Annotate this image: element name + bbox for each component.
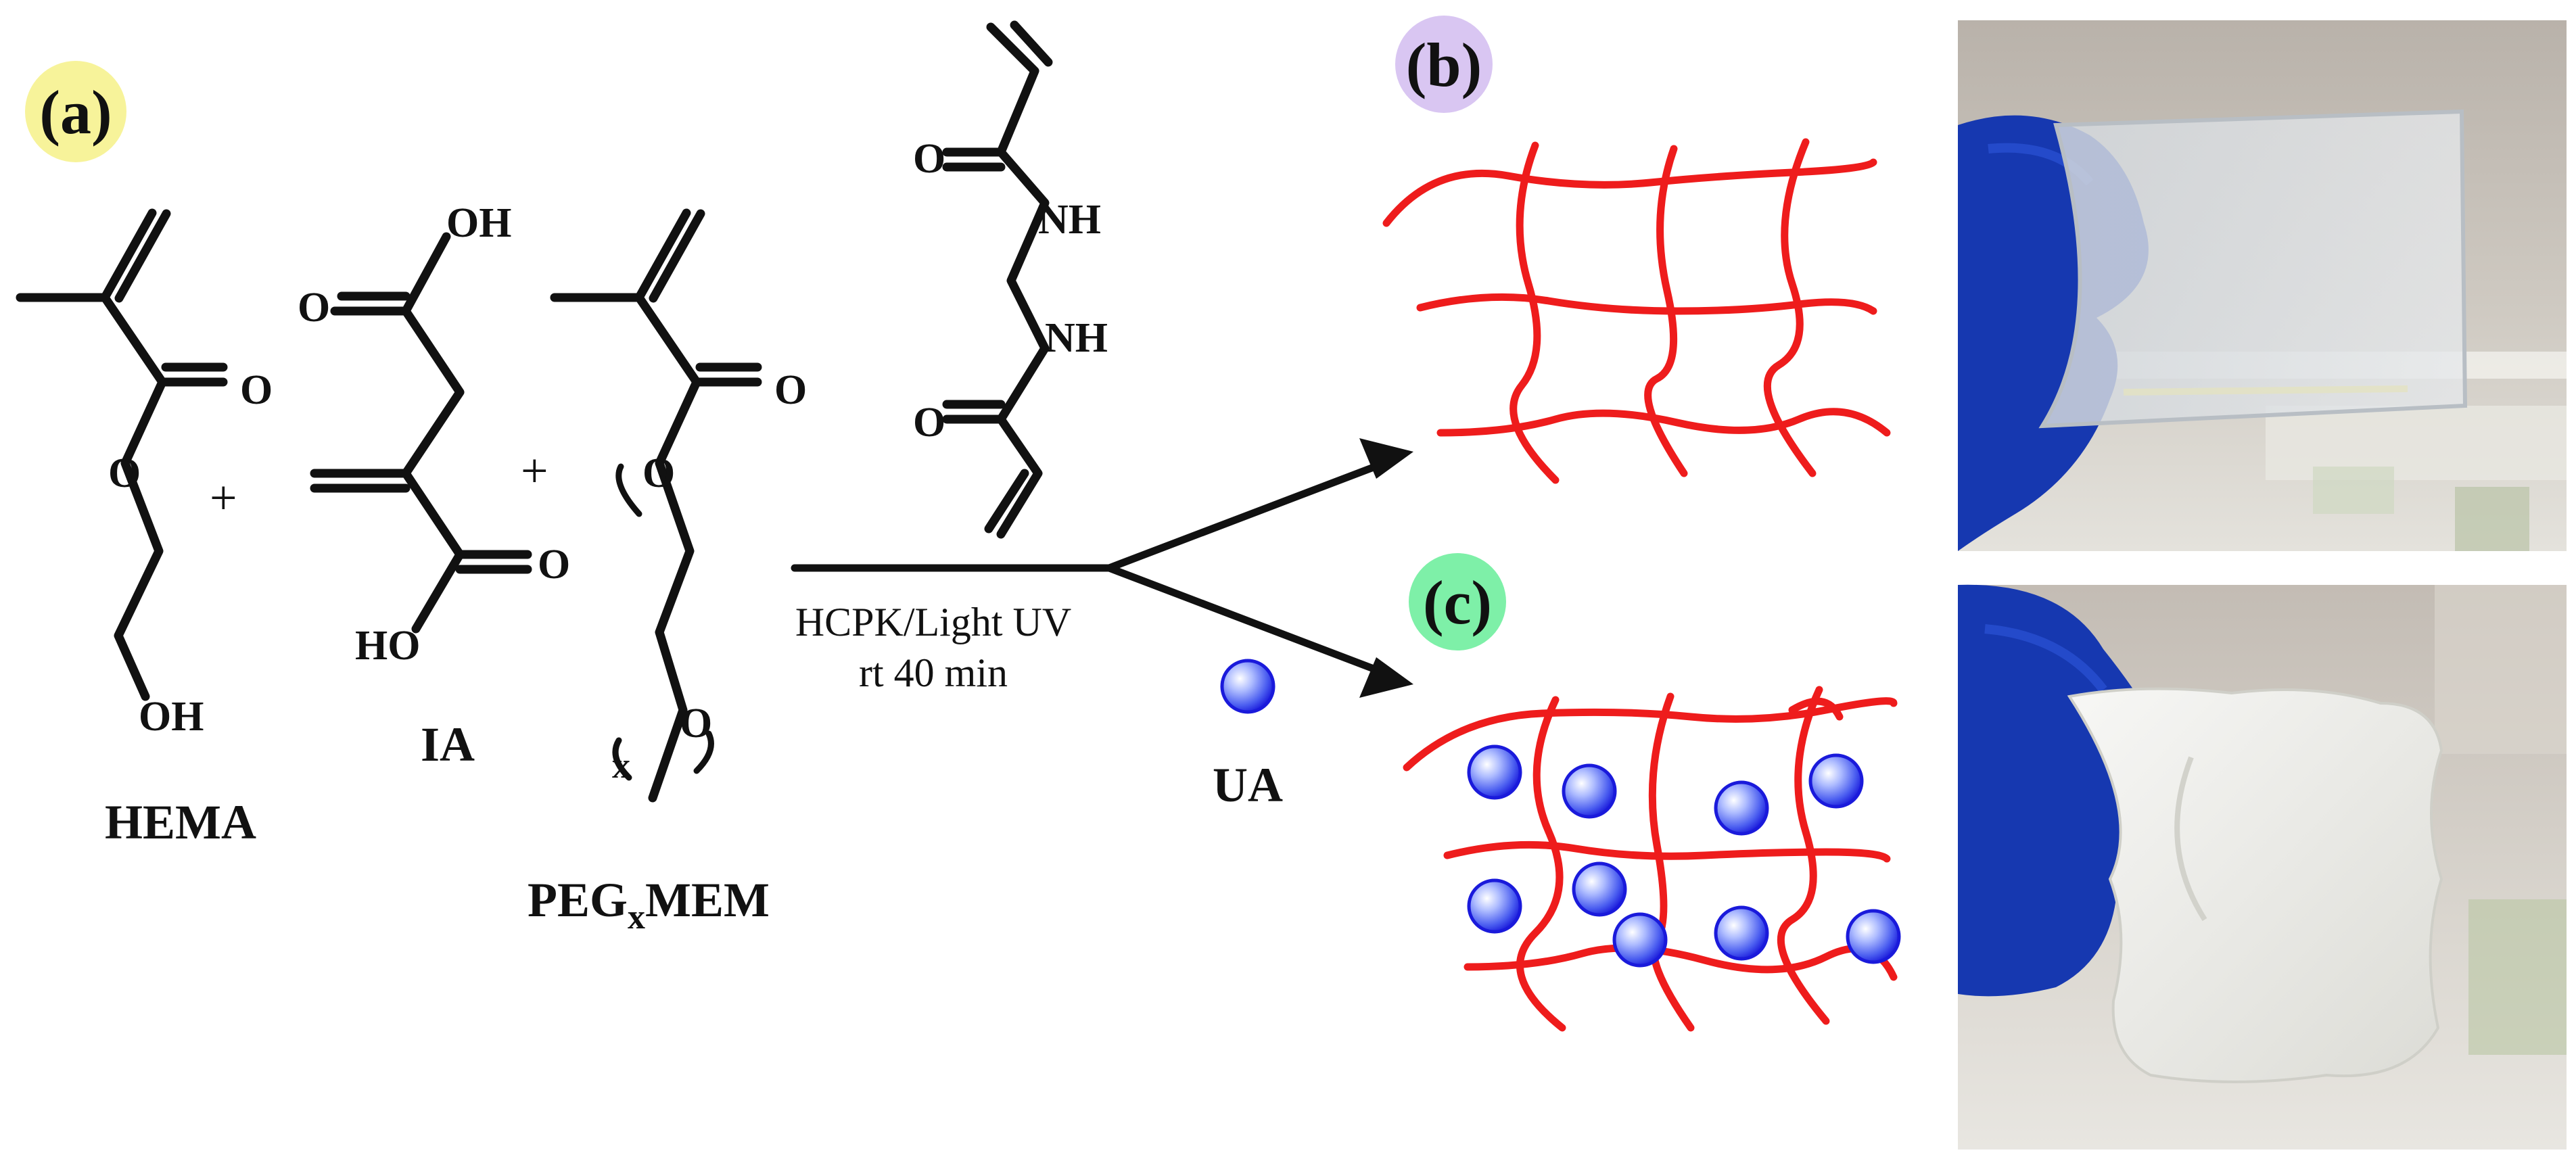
ia-oh-top: OH <box>446 200 511 246</box>
polymer-network-loaded <box>1403 686 1898 1032</box>
ua-particle <box>1467 878 1522 934</box>
ia-structure: OH O O HO IA <box>298 200 570 772</box>
hema-oh: OH <box>139 694 204 740</box>
ua-particle <box>1846 909 1901 964</box>
reaction-arrow <box>791 438 1413 698</box>
transparent-hydrogel-photo <box>1958 20 2567 551</box>
ia-o-bottom: O <box>538 542 570 588</box>
plus-sign-2: + <box>521 444 548 498</box>
ua-particles <box>1467 744 1901 968</box>
arrow-head-bottom <box>1359 657 1413 698</box>
pegmem-structure: O O O x PEGxMEM <box>528 208 807 937</box>
hema-o-carbonyl: O <box>240 367 273 413</box>
ua-particle <box>1572 861 1627 917</box>
ua-drug-icon <box>1220 659 1275 714</box>
ua-particle <box>1714 905 1769 961</box>
panel-a-label: (a) <box>25 61 126 162</box>
panel-a-badge <box>25 61 126 162</box>
peg-o-ether: O <box>680 701 712 747</box>
reaction-condition-2: rt 40 min <box>859 650 1008 695</box>
ia-ho-bottom: HO <box>355 623 420 669</box>
crosslinker-structure: O NH NH O <box>913 20 1108 539</box>
panel-b-letter: (b) <box>1406 30 1482 99</box>
arrow-head-top <box>1359 438 1413 479</box>
opaque-gel <box>2067 687 2443 1083</box>
panel-a-letter: (a) <box>39 78 112 147</box>
hema-o-ester: O <box>108 450 141 496</box>
glove-bottom <box>1958 584 2178 997</box>
polymer-network-empty <box>1382 138 1891 484</box>
ua-particle <box>1612 912 1668 968</box>
crosslinker-o-bottom: O <box>913 400 945 446</box>
ia-o-top: O <box>298 285 330 331</box>
ua-particle <box>1562 763 1617 819</box>
opaque-hydrogel-photo <box>1958 584 2567 1150</box>
ua-particle <box>1467 744 1522 800</box>
ua-particle <box>1714 780 1769 836</box>
crosslinker-nh-bottom: NH <box>1045 315 1108 361</box>
pegmem-name: PEGxMEM <box>528 873 770 937</box>
crosslinker-o-top: O <box>913 136 945 182</box>
transparent-gel <box>2038 109 2468 429</box>
hema-name: HEMA <box>105 795 256 849</box>
ia-name: IA <box>421 717 475 772</box>
ua-particle <box>1808 753 1864 809</box>
hema-structure: O O OH HEMA <box>16 208 273 849</box>
panel-b-badge <box>1395 16 1493 113</box>
reaction-condition-1: HCPK/Light UV <box>795 600 1071 644</box>
crosslinker-nh-top: NH <box>1038 197 1101 243</box>
panel-c-badge <box>1409 553 1506 650</box>
ua-label: UA <box>1213 758 1283 812</box>
panel-c-letter: (c) <box>1423 568 1492 637</box>
peg-subscript-x: x <box>612 745 630 786</box>
peg-o-ester: O <box>642 450 675 496</box>
panel-b-label: (b) <box>1395 16 1493 113</box>
panel-c-label: (c) <box>1409 553 1506 650</box>
peg-o-carbonyl: O <box>774 367 807 413</box>
plus-sign-1: + <box>210 471 237 525</box>
